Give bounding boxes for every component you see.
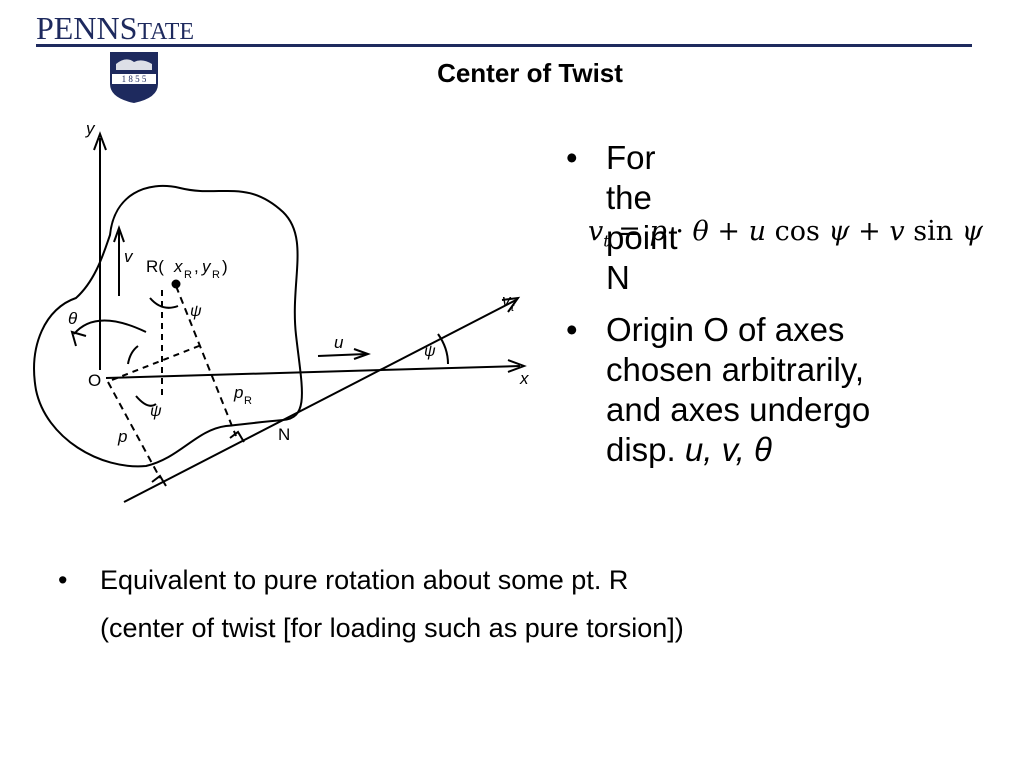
label-p: p	[117, 427, 127, 446]
label-R: R(	[146, 257, 164, 276]
psi-arc-o	[135, 395, 157, 407]
theta-arrowhead	[70, 330, 87, 347]
twist-diagram: y x v R( x R , y R ) θ ψ ψ ψ O u p p R N…	[33, 120, 529, 503]
header-rule	[36, 44, 972, 47]
label-xR: x	[173, 257, 183, 276]
tangent-line	[123, 299, 517, 503]
origin-line-1: Origin O of axes	[606, 311, 845, 348]
slide-title: Center of Twist	[437, 58, 623, 88]
label-pR-sub: R	[244, 395, 252, 407]
tangent-arrow	[501, 296, 521, 313]
origin-vars: u, v, θ	[684, 431, 772, 468]
label-theta: θ	[68, 309, 78, 328]
u-arrowhead	[353, 348, 371, 360]
u-arrow	[317, 353, 367, 357]
perpendicular-pR	[175, 285, 237, 437]
y-axis-arrow	[93, 131, 107, 151]
origin-line-4: disp. u, v, θ	[606, 431, 772, 468]
label-psi-x: ψ	[424, 343, 436, 360]
right-angle-pR	[229, 430, 245, 443]
label-N: N	[278, 425, 290, 444]
label-comma: ,	[194, 257, 199, 276]
label-x: x	[519, 369, 529, 388]
penn-state-wordmark: PENNSTATE	[36, 10, 195, 46]
label-vt: v	[502, 291, 512, 310]
label-close: )	[222, 257, 228, 276]
v-arrowhead	[113, 225, 125, 243]
psi-arc-x	[437, 333, 449, 365]
vt-formula: vt = p · θ + u cos ψ + v sin ψ	[588, 216, 983, 251]
label-yR: y	[201, 257, 212, 276]
bullet-dot: •	[566, 311, 578, 348]
equivalent-line-1: Equivalent to pure rotation about some p…	[100, 565, 629, 595]
bullet-dot: •	[566, 139, 578, 176]
psi-arc-r	[149, 297, 179, 309]
cross-section-outline	[33, 184, 303, 468]
shield-year: 1 8 5 5	[122, 74, 147, 84]
label-yR-sub: R	[212, 269, 220, 281]
label-y: y	[85, 120, 96, 138]
label-O: O	[88, 371, 101, 390]
point-r	[171, 279, 181, 289]
psi-arc-o2	[127, 345, 139, 365]
perpendicular-p	[107, 381, 161, 479]
r-connector	[111, 343, 205, 381]
label-xR-sub: R	[184, 269, 192, 281]
origin-line-3: and axes undergo	[606, 391, 871, 428]
label-psi-r: ψ	[190, 303, 202, 320]
penn-state-shield-logo: 1 8 5 5	[110, 52, 158, 103]
label-pR: p	[233, 383, 243, 402]
label-psi-o: ψ	[150, 403, 162, 420]
label-u: u	[334, 333, 344, 352]
label-vt-sub: t	[511, 302, 515, 314]
theta-arc	[73, 319, 147, 335]
right-angle-p	[151, 474, 167, 487]
origin-line-2: chosen arbitrarily,	[606, 351, 864, 388]
x-axis	[105, 365, 521, 379]
bullet-point-n-text: For the point N	[606, 139, 678, 296]
x-axis-arrow	[507, 359, 527, 373]
bullet-dot: •	[58, 565, 68, 595]
label-v: v	[124, 247, 134, 266]
equivalent-line-2: (center of twist [for loading such as pu…	[100, 613, 684, 643]
